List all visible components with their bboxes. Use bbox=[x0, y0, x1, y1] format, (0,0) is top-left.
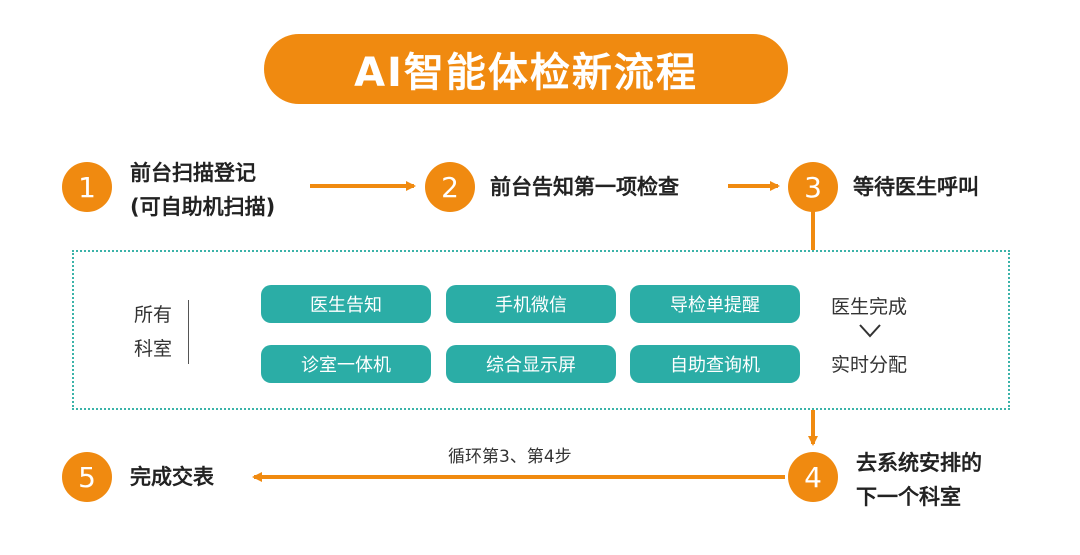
channel-guide-sheet-reminder[interactable]: 导检单提醒 bbox=[630, 285, 800, 323]
channel-mobile-wechat[interactable]: 手机微信 bbox=[446, 285, 616, 323]
step-4-line1: 去系统安排的 bbox=[856, 451, 982, 475]
page-title: AI智能体检新流程 bbox=[264, 34, 788, 104]
departments-label-line2: 科室 bbox=[133, 338, 172, 360]
step-1-line2: (可自助机扫描) bbox=[130, 195, 276, 219]
departments-box bbox=[72, 250, 1010, 410]
chevron-down-icon bbox=[859, 324, 881, 338]
step-1-text: 前台扫描登记 (可自助机扫描) bbox=[130, 156, 275, 224]
step-1-line1: 前台扫描登记 bbox=[130, 161, 256, 185]
side-text-realtime-assign: 实时分配 bbox=[830, 354, 907, 376]
departments-label: 所有 科室 bbox=[131, 298, 175, 366]
step-2-text: 前台告知第一项检查 bbox=[490, 175, 679, 199]
step-3-circle: 3 bbox=[788, 162, 838, 212]
step-1-circle: 1 bbox=[62, 162, 112, 212]
departments-divider bbox=[188, 300, 189, 364]
step-5-circle: 5 bbox=[62, 452, 112, 502]
step-3-text: 等待医生呼叫 bbox=[853, 175, 979, 199]
step-4-line2: 下一个科室 bbox=[856, 485, 961, 509]
departments-label-line1: 所有 bbox=[133, 304, 172, 326]
channel-doctor-notify[interactable]: 医生告知 bbox=[261, 285, 431, 323]
side-text-doctor-done: 医生完成 bbox=[830, 296, 907, 318]
loop-label: 循环第3、第4步 bbox=[448, 447, 572, 467]
channel-display-screen[interactable]: 综合显示屏 bbox=[446, 345, 616, 383]
channel-clinic-terminal[interactable]: 诊室一体机 bbox=[261, 345, 431, 383]
step-5-text: 完成交表 bbox=[130, 465, 214, 489]
step-2-circle: 2 bbox=[425, 162, 475, 212]
channel-self-service-kiosk[interactable]: 自助查询机 bbox=[630, 345, 800, 383]
step-4-text: 去系统安排的 下一个科室 bbox=[856, 446, 982, 514]
step-4-circle: 4 bbox=[788, 452, 838, 502]
